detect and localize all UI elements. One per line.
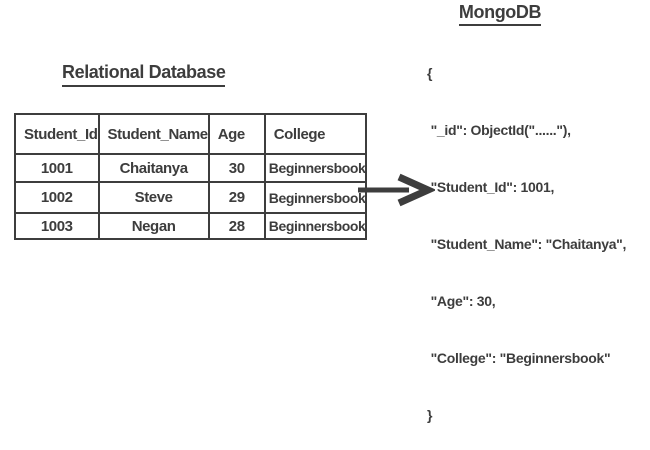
relational-database-table: Student_Id Student_Name Age College 1001… — [14, 113, 368, 240]
cell-student-name: Steve — [97, 181, 210, 214]
cell-college: Beginnersbook — [263, 181, 368, 214]
cell-college: Beginnersbook — [263, 212, 368, 240]
cell-student-id: 1003 — [14, 212, 100, 240]
relational-database-title: Relational Database — [62, 62, 226, 87]
cell-age: 30 — [207, 153, 266, 183]
cell-college: Beginnersbook — [263, 153, 368, 183]
table-row: 1001 Chaitanya 30 Beginnersbook — [14, 153, 368, 183]
cell-student-id: 1002 — [14, 181, 100, 214]
cell-student-id: 1001 — [14, 153, 100, 183]
json-line: } — [427, 407, 433, 423]
json-line: "_id": ObjectId("......"), — [427, 122, 571, 138]
json-line: "Age": 30, — [427, 293, 496, 309]
header-college: College — [263, 113, 368, 155]
header-student-name: Student_Name — [97, 113, 210, 155]
right-arrow-icon — [358, 173, 435, 207]
cell-age: 28 — [207, 212, 266, 240]
cell-student-name: Chaitanya — [97, 153, 210, 183]
table-header-row: Student_Id Student_Name Age College — [14, 113, 368, 155]
mongodb-documents-block: { "_id": ObjectId("......"), "Student_Id… — [427, 26, 626, 450]
json-line: "Student_Id": 1001, — [427, 179, 555, 195]
json-line: { — [427, 65, 433, 81]
mongodb-title: MongoDB — [458, 2, 541, 26]
table-row: 1002 Steve 29 Beginnersbook — [14, 181, 368, 214]
cell-student-name: Negan — [97, 212, 210, 240]
mongodb-title-wrap: MongoDB — [438, 2, 562, 26]
json-line: "College": "Beginnersbook" — [427, 350, 611, 366]
header-age: Age — [207, 113, 266, 155]
header-student-id: Student_Id — [14, 113, 100, 155]
cell-age: 29 — [207, 181, 266, 214]
json-line: "Student_Name": "Chaitanya", — [427, 236, 627, 252]
table-row: 1003 Negan 28 Beginnersbook — [14, 212, 368, 240]
